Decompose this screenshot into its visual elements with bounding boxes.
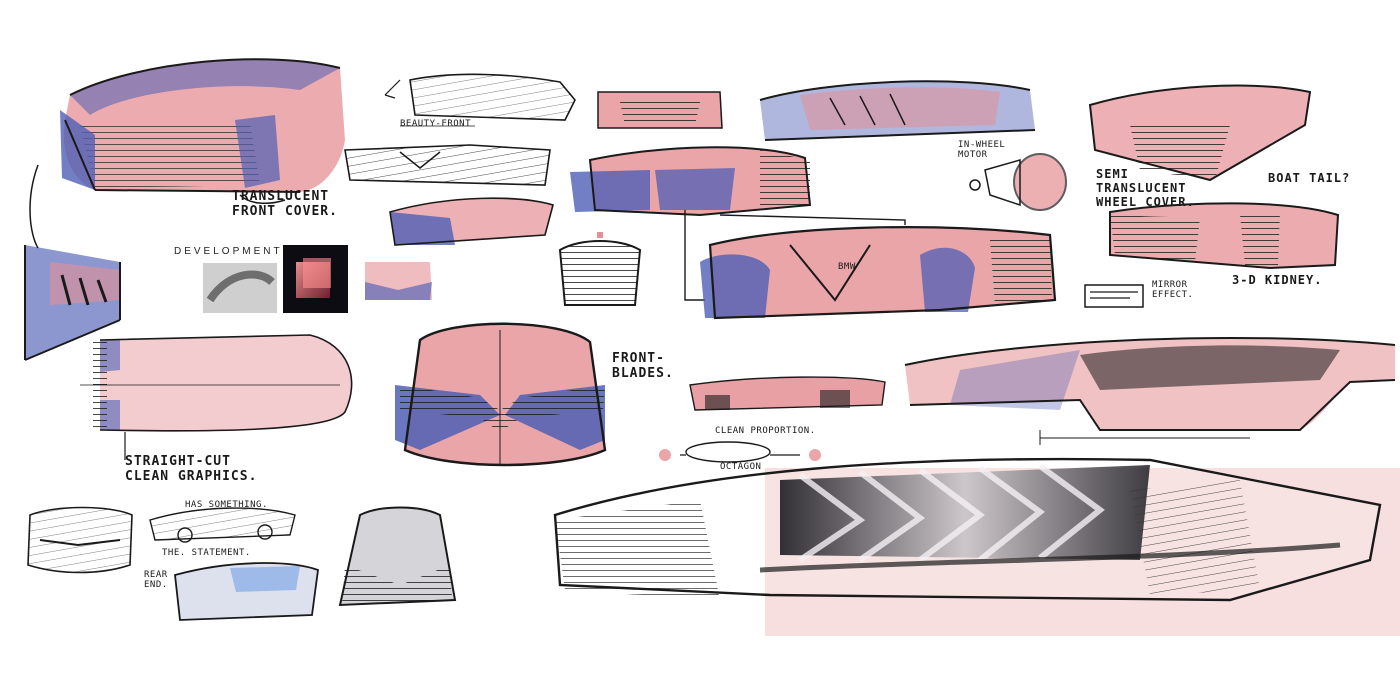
annotation-clean-proportion: CLEAN PROPORTION. (715, 426, 816, 436)
sketch-low-red-car (689, 376, 886, 411)
annotation-3d-kidney: 3-D KIDNEY. (1232, 273, 1323, 287)
annotation-boat-tail: BOAT TAIL? (1268, 171, 1351, 185)
sketch-small-front-red (597, 91, 723, 129)
sketch-mirror-effect (1084, 284, 1144, 308)
sketch-large-side-profile (904, 336, 1396, 445)
annotation-bmw-badge: BMW (838, 262, 856, 272)
annotation-has-something: HAS SOMETHING. (185, 500, 268, 510)
sketch-beauty-front (384, 73, 576, 127)
sketch-in-wheel-car (759, 80, 1036, 141)
sketch-side-profile-blue (344, 144, 551, 186)
sketch-hero-blades-car (553, 457, 1382, 602)
annotation-rear-end: REAR END. (144, 570, 168, 591)
sketch-sedan-front-three-quarter (570, 146, 906, 301)
sketch-front-blades-face (395, 322, 607, 467)
annotation-in-wheel-motor: IN-WHEEL MOTOR (958, 140, 1006, 161)
sketch-mini-front-pink (365, 262, 432, 300)
annotation-beauty-front: BEAUTY-FRONT (400, 119, 472, 129)
annotation-mirror-effect: MIRROR EFFECT. (1152, 280, 1194, 301)
sketch-blue-glass-car (174, 562, 319, 621)
sketch-front-cover-car (60, 58, 345, 205)
sketch-statement-car (149, 507, 296, 543)
development-label: DEVELOPMENT (174, 246, 283, 257)
sketch-rear-grey-face (338, 506, 457, 607)
development-thumb-grey (203, 263, 277, 313)
annotation-front-blades: FRONT- BLADES. (612, 351, 674, 381)
sketch-front-grille-small (558, 232, 642, 306)
sketch-wheel-cover (969, 153, 1067, 211)
annotation-the-statement: THE. STATEMENT. (162, 548, 251, 558)
sketch-boat-tail (1088, 84, 1312, 182)
sketch-low-car-blue (389, 197, 554, 246)
annotation-octagon: OCTAGON (720, 462, 762, 472)
sketch-side-panel (24, 164, 121, 361)
sketch-top-view (80, 334, 353, 460)
sketch-3d-kidney (1109, 202, 1340, 270)
annotation-semi-translucent-wheel-cover: SEMI TRANSLUCENT WHEEL COVER. (1096, 167, 1195, 209)
sketch-octagon-proportion (659, 441, 821, 463)
annotation-straight-cut: STRAIGHT-CUT CLEAN GRAPHICS. (125, 454, 258, 484)
annotation-translucent-front-cover: TRANSLUCENT FRONT COVER. (232, 189, 338, 219)
sketch-rear-end-small (27, 506, 133, 574)
sketch-sedan-large (700, 226, 1057, 320)
